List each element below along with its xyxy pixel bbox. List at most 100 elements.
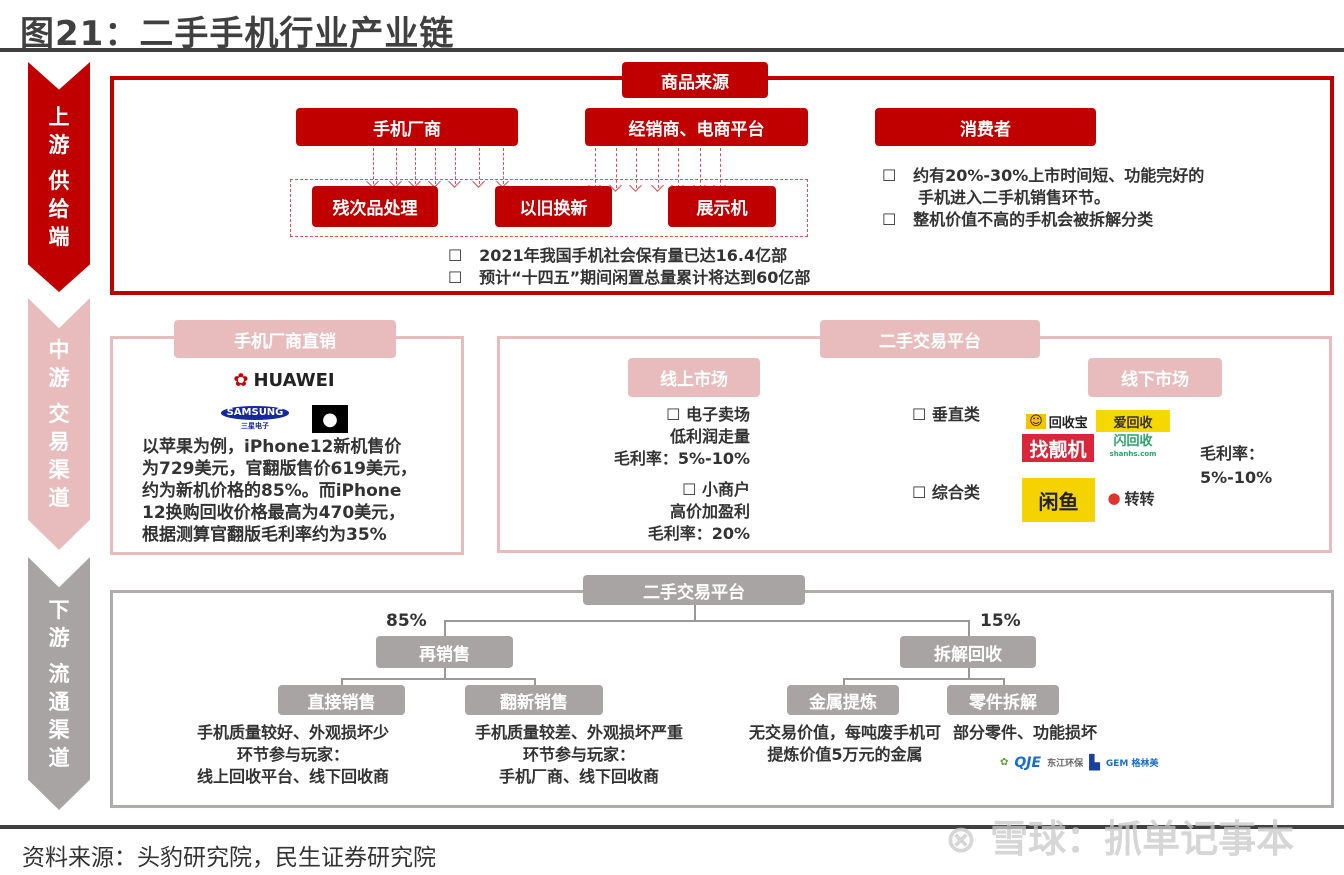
metal-refining-text: 无交易价值，每吨废手机可 提炼价值5万元的金属 [725, 722, 965, 766]
band-char: 游 [48, 625, 70, 650]
platform-tab: 二手交易平台 [820, 320, 1040, 358]
apple-logo: ● [312, 405, 348, 433]
arrow [396, 148, 397, 184]
offline-margin-label: 毛利率： [1200, 444, 1265, 463]
online-item-title: ☐ 电子卖场 [666, 405, 750, 424]
parts-dismantle-node: 零件拆解 [947, 685, 1059, 715]
text: 垂直类 [931, 405, 980, 424]
connector [444, 620, 968, 622]
online-items: ☐ 电子卖场 低利润走量 毛利率：5%-10% ☐ 小商户 高价加盈利 毛利率：… [614, 404, 750, 545]
samsung-logo: SAMSUNG 三星电子 [220, 405, 290, 433]
text-line: 毛利率：20% [647, 524, 750, 543]
zhaoliangji-logo: 找靓机 [1022, 434, 1094, 462]
note-bullet: ☐ 预计“十四五”期间闲置总量累计将达到60亿部 [448, 268, 811, 287]
source-note: 资料来源：头豹研究院，民生证券研究院 [22, 845, 436, 871]
recycle-node: 拆解回收 [900, 636, 1036, 668]
recycle-percent: 15% [980, 611, 1021, 631]
arrow [435, 148, 436, 184]
text-line: 高价加盈利 [669, 502, 750, 521]
title-divider [0, 48, 1344, 52]
direct-sales-text: 以苹果为例，iPhone12新机售价 为729美元，官翻版售价619美元， 约为… [142, 436, 417, 546]
band-char: 通 [48, 689, 70, 714]
category-general: ☐ 综合类 [912, 483, 980, 502]
band-char: 给 [48, 197, 70, 221]
parts-dismantle-text: 部分零件、功能损坏 [953, 723, 1098, 742]
note-text: 整机价值不高的手机会被拆解分类 [913, 210, 1154, 229]
resale-percent: 85% [386, 611, 427, 631]
logo-text: SAMSUNG [220, 406, 290, 420]
band-midstream: 中游交易渠道 [28, 298, 90, 550]
connector [968, 668, 970, 678]
text-line: 低利润走量 [669, 427, 750, 446]
arrow [700, 148, 701, 188]
note-text: 2021年我国手机社会保有量已达16.4亿部 [479, 246, 788, 265]
zhuanzhuan-logo: ●转转 [1107, 489, 1155, 508]
text: 电子卖场 [685, 405, 750, 424]
logo-icon: ✿ [1000, 757, 1009, 768]
band-char: 渠 [48, 458, 70, 482]
channel-trade-in: 以旧换新 [495, 186, 612, 227]
arrow [373, 148, 374, 184]
connector [694, 604, 696, 620]
logo-text: HUAWEI [253, 369, 335, 391]
source-consumer: 消费者 [875, 108, 1096, 146]
logo-text: shanhs.com [1109, 450, 1157, 458]
arrow [636, 148, 637, 188]
offline-market-tab: 线下市场 [1088, 358, 1222, 397]
arrow [455, 148, 456, 184]
connector [444, 668, 446, 678]
note-bullet: ☐ 2021年我国手机社会保有量已达16.4亿部 [448, 246, 788, 265]
resale-node: 再销售 [376, 636, 513, 668]
text-line: 环节参与玩家： [522, 745, 635, 764]
downstream-platform-tab: 二手交易平台 [583, 575, 805, 605]
band-upstream: 上游供给端 [28, 62, 90, 292]
arrow [503, 148, 504, 184]
band-char: 供 [48, 169, 70, 193]
text-line: 环节参与玩家： [236, 745, 349, 764]
band-char: 道 [48, 486, 70, 510]
arrow [658, 148, 659, 188]
channel-defective: 残次品处理 [312, 186, 438, 227]
source-dealer: 经销商、电商平台 [585, 108, 808, 146]
band-char: 游 [48, 133, 70, 157]
text: 小商户 [701, 480, 750, 499]
footer-divider [0, 825, 1344, 829]
arrow [415, 148, 416, 184]
logo-icon: ▙ [1089, 754, 1100, 771]
connector [534, 678, 536, 686]
consumer-note: ☐ 约有20%-30%上市时间短、功能完好的 [882, 166, 1205, 185]
metal-refining-node: 金属提炼 [787, 685, 899, 715]
source-manufacturer: 手机厂商 [296, 108, 518, 146]
band-char: 下 [48, 597, 70, 622]
logo-text: 三星电子 [241, 422, 269, 430]
figure-title: 图21：二手手机行业产业链 [20, 14, 455, 54]
arrow [479, 148, 480, 184]
band-char: 道 [48, 745, 70, 770]
connector [341, 678, 343, 686]
category-vertical: ☐ 垂直类 [912, 405, 980, 424]
huishoubao-logo: ☺回收宝 [1022, 410, 1092, 432]
arrow [616, 148, 617, 188]
logo-text: 转转 [1124, 489, 1155, 508]
connector [341, 678, 534, 680]
direct-sales-tab: 手机厂商直销 [174, 320, 396, 358]
text-line: 以苹果为例，iPhone12新机售价 [142, 437, 402, 457]
connector [843, 678, 1003, 680]
direct-resale-node: 直接销售 [278, 685, 405, 715]
consumer-note: ☐ 整机价值不高的手机会被拆解分类 [882, 210, 1154, 229]
text-line: 手机质量较差、外观损坏严重 [474, 723, 683, 742]
note-text: 预计“十四五”期间闲置总量累计将达到60亿部 [479, 268, 811, 287]
aihuishou-logo: 爱回收 [1096, 410, 1170, 432]
arrow [720, 148, 721, 188]
text-line: 毛利率：5%-10% [613, 449, 750, 468]
refurb-resale-text: 手机质量较差、外观损坏严重 环节参与玩家： 手机厂商、线下回收商 [450, 722, 708, 788]
band-char: 交 [48, 402, 70, 426]
logo-text: QJE [1014, 754, 1042, 771]
recycler-logos: ✿ QJE 东江环保 ▙ GEM 格林美 [1000, 750, 1185, 775]
watermark: ⊗ 雪球：抓单记事本 [945, 817, 1295, 861]
band-downstream: 下游流通渠道 [28, 557, 90, 810]
logo-text: GEM 格林美 [1105, 759, 1159, 769]
text: 综合类 [931, 483, 980, 502]
watermark-text: 雪球：抓单记事本 [990, 817, 1295, 861]
